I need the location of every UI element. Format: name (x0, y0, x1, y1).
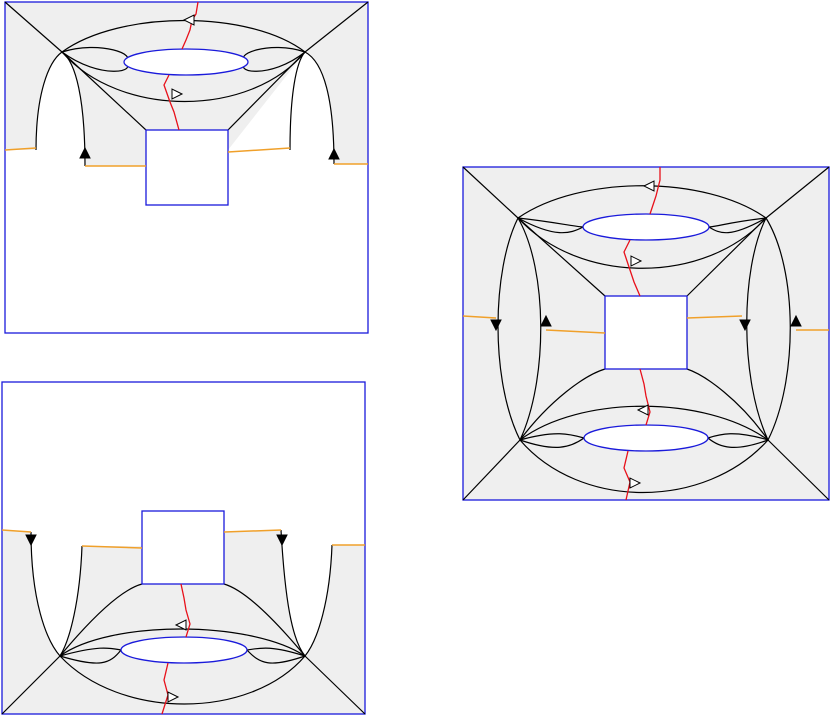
open-arrow-icon (636, 404, 649, 416)
orange-cut-line (545, 329, 606, 334)
arc-curve (519, 433, 585, 441)
boundary-square (145, 129, 229, 206)
red-cut-line (623, 450, 631, 501)
diagonal-curve (4, 1, 63, 53)
loop-curve (35, 51, 63, 151)
filled-arrow-icon (25, 534, 37, 547)
arc-curve (707, 433, 769, 441)
arc-curve (59, 628, 306, 657)
orange-cut-line (686, 315, 743, 319)
loop-curve (280, 529, 306, 657)
open-arrow-icon (174, 619, 187, 631)
loop-curve (59, 545, 83, 657)
arc-curve (519, 405, 769, 441)
hole-ellipse (120, 636, 248, 664)
loop-curve (289, 51, 306, 151)
red-cut-line (623, 239, 641, 297)
diagonal-curve (765, 166, 830, 219)
open-arrow-icon (630, 255, 643, 267)
boundary-square (604, 295, 688, 370)
arc-curve (708, 217, 767, 234)
arc-curve (59, 655, 306, 705)
arc-curve (708, 217, 767, 228)
panel-top-left (4, 1, 369, 334)
diagonal-curve (1, 655, 61, 715)
outer-frame (462, 166, 830, 501)
boundary-square (141, 510, 225, 585)
red-cut-line (639, 368, 651, 426)
diagonal-curve (304, 655, 366, 715)
open-arrow-icon (629, 477, 642, 489)
arc-curve (517, 217, 767, 269)
arc-curve (519, 437, 585, 448)
filled-arrow-icon (490, 319, 502, 332)
orange-cut-line (227, 147, 291, 153)
hole-ellipse (123, 48, 249, 76)
arc-curve (246, 647, 306, 657)
orange-cut-line (4, 147, 37, 151)
arc-curve (517, 217, 584, 234)
diagonal-curve (304, 1, 369, 53)
orange-cut-line (1, 529, 32, 533)
open-arrow-icon (182, 14, 195, 26)
filled-arrow-icon (540, 314, 552, 327)
shaded-region (5, 2, 368, 166)
red-cut-line (161, 662, 169, 715)
outer-frame (4, 1, 369, 334)
red-cut-line (181, 1, 199, 50)
open-arrow-icon (167, 691, 180, 703)
orange-cut-line (462, 315, 497, 319)
open-arrow-icon (171, 88, 184, 100)
loop-curve (765, 217, 791, 441)
red-cut-line (180, 583, 191, 638)
arc-curve (519, 368, 606, 441)
filled-arrow-icon (790, 314, 802, 327)
outer-frame (1, 381, 366, 715)
arc-curve (686, 368, 769, 441)
diagonal-curve (462, 166, 519, 219)
filled-arrow-icon (276, 534, 288, 547)
filled-arrow-icon (328, 147, 340, 160)
orange-cut-line (223, 529, 282, 533)
panel-bottom-left (1, 381, 366, 715)
loop-curve (61, 51, 86, 167)
arc-curve (61, 51, 306, 103)
arc-curve (707, 437, 769, 448)
loop-curve (304, 544, 333, 657)
loop-curve (30, 531, 61, 657)
panel-right (462, 166, 830, 501)
arc-curve (246, 649, 306, 664)
red-cut-line (649, 167, 661, 215)
arc-curve (517, 217, 584, 228)
arc-curve (519, 439, 769, 494)
filled-arrow-icon (79, 146, 91, 159)
filled-arrow-icon (739, 319, 751, 332)
arc-curve (59, 647, 122, 657)
arc-curve (59, 649, 122, 664)
diagonal-curve (462, 439, 521, 501)
hole-ellipse (583, 424, 709, 452)
loop-curve (304, 51, 335, 165)
arc-curve (517, 185, 767, 219)
red-cut-line (163, 74, 180, 131)
arc-curve (223, 583, 306, 657)
diagonal-curve (767, 439, 830, 501)
orange-cut-line (81, 545, 143, 549)
arc-curve (59, 583, 143, 657)
hole-ellipse (582, 213, 710, 241)
open-arrow-icon (642, 180, 655, 192)
